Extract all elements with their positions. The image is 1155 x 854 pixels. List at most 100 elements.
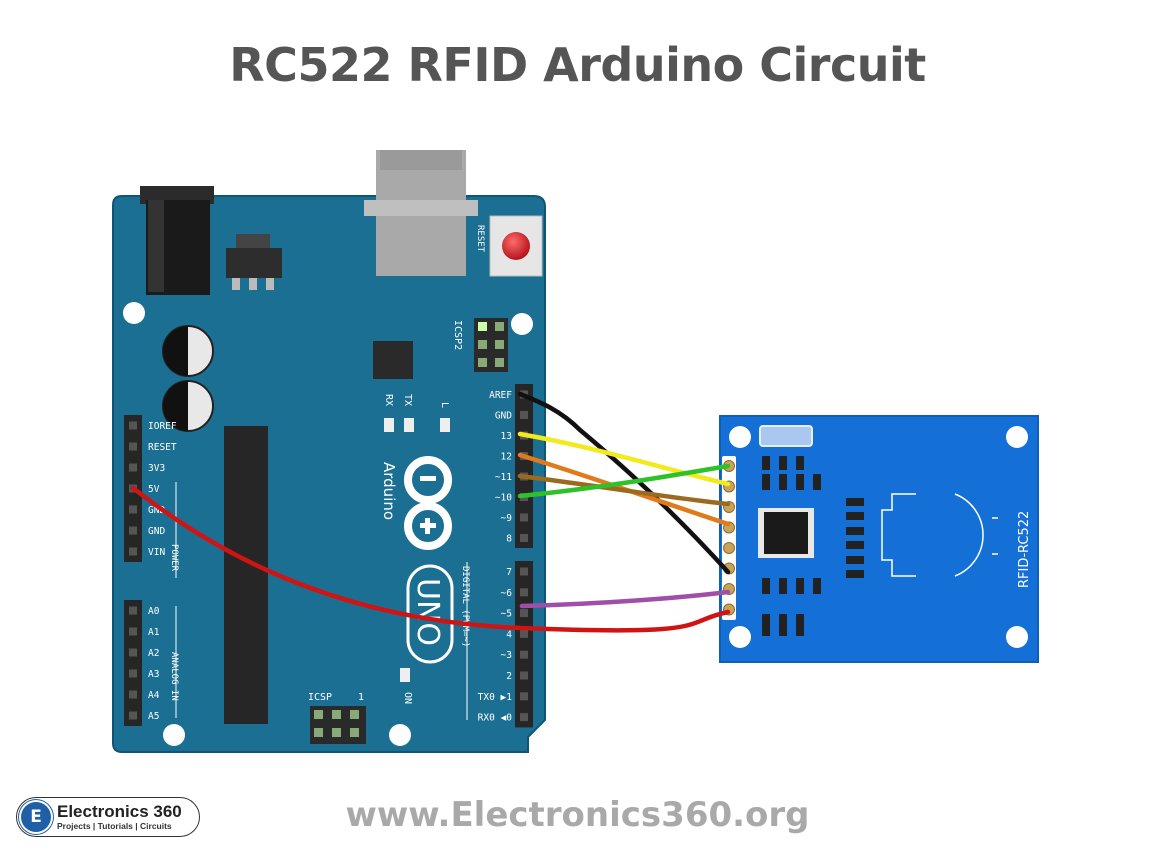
digital-header-pin (520, 567, 528, 576)
digital-header-pin-label: 8 (506, 534, 512, 545)
l-led (440, 418, 450, 432)
analog-header (124, 600, 142, 726)
digital-header-pin (520, 629, 528, 638)
analog-header-pin (129, 627, 137, 636)
power-header-pin (129, 463, 137, 472)
digital-header-pin (520, 588, 528, 597)
power-header-pin (129, 526, 137, 535)
rfid-header-pin (723, 542, 735, 554)
reset-button[interactable] (489, 215, 543, 277)
analog-header-pin-label: A4 (148, 690, 160, 701)
analog-header-pin (129, 669, 137, 678)
digital-header-pin-label: TX0 ▶1 (478, 692, 513, 703)
atmega-microcontroller (224, 426, 268, 724)
digital-header-pin (520, 692, 528, 701)
analog-header-pin-label: A2 (148, 648, 159, 659)
mounting-hole (729, 626, 751, 648)
icsp-pin1-label: 1 (358, 692, 364, 703)
analog-header-pin (129, 606, 137, 615)
digital-header-pin-label: ~6 (501, 588, 513, 599)
logo-name: Electronics 360 (57, 802, 182, 822)
tx-label: TX (402, 394, 413, 406)
digital-header-pin-label: 7 (506, 567, 512, 578)
rfid-rc522-module: RFID-RC522 (719, 415, 1039, 663)
l-label: L (439, 402, 450, 408)
digital-header-pin-label: ~5 (501, 609, 512, 620)
arduino-logo (404, 456, 452, 550)
digital-header-pin-label: ~10 (495, 493, 512, 504)
mounting-hole (123, 302, 145, 324)
crystal (759, 425, 813, 447)
rfid-header (722, 456, 736, 620)
on-label: ON (402, 692, 413, 704)
wire-d11-to-rfid-mosi (517, 473, 731, 507)
rx-led (384, 418, 394, 432)
rx-label: RX (383, 394, 394, 406)
power-header-pin-label: VIN (148, 547, 165, 558)
mounting-hole (163, 724, 185, 746)
rfid-module-label: RFID-RC522 (1017, 511, 1032, 588)
digital-header-bottom (515, 561, 533, 728)
icsp-header (310, 706, 366, 744)
digital-header-pin-label: 12 (501, 452, 512, 463)
digital-header-pin (520, 609, 528, 618)
mfrc522-chip (758, 508, 814, 558)
wire-d10-to-rfid-sda (517, 463, 731, 499)
digital-header-pin-label: ~3 (501, 650, 512, 661)
logo-tagline: Projects | Tutorials | Circuits (57, 821, 172, 832)
power-header-pin-label: 5V (148, 484, 160, 495)
analog-header-pin (129, 711, 137, 720)
analog-header-pin-label: A1 (148, 627, 160, 638)
digital-header-pin (520, 671, 528, 680)
power-header-pin-label: 3V3 (148, 463, 165, 474)
digital-group-label: DIGITAL (PWM=~) (460, 566, 470, 647)
uno-text: UNO (410, 578, 445, 646)
arduino-uno-board: RESET ICSP2 TX RX L (112, 150, 546, 753)
power-header-pin-label: GND (148, 505, 165, 516)
icsp2-label: ICSP2 (452, 320, 463, 350)
wire-d5-to-rfid-irq (519, 589, 731, 609)
arduino-logo-text: Arduino (380, 462, 398, 520)
page-title: RC522 RFID Arduino Circuit (229, 38, 926, 92)
reset-label: RESET (475, 225, 485, 253)
analog-header-pin (129, 648, 137, 657)
digital-header-pin-label: AREF (489, 390, 512, 401)
wire-d13-to-rfid-sck (517, 431, 731, 487)
electronics360-logo[interactable]: E Electronics 360 Projects | Tutorials |… (16, 797, 200, 837)
power-header-pin-label: GND (148, 526, 165, 537)
power-header-pin (129, 421, 137, 430)
logo-badge-icon: E (21, 802, 51, 832)
digital-header-pin (520, 713, 528, 722)
mounting-hole (389, 724, 411, 746)
digital-header-pin-label: 13 (501, 431, 512, 442)
digital-header-pin (520, 650, 528, 659)
capacitor (162, 325, 214, 377)
antenna-outline (881, 493, 998, 577)
digital-header-pin-label: 4 (506, 629, 512, 640)
digital-header-pin (520, 513, 528, 522)
mounting-hole (1006, 626, 1028, 648)
digital-header-pin-label: RX0 ◀0 (478, 713, 513, 724)
analog-header-pin (129, 690, 137, 699)
tx-led (404, 418, 414, 432)
digital-header-pin-label: GND (495, 411, 512, 422)
arduino-pcb (112, 195, 546, 753)
digital-header-top (515, 384, 533, 548)
mounting-hole (511, 313, 533, 335)
digital-header-pin-label: ~11 (495, 472, 512, 483)
power-header-pin (129, 442, 137, 451)
analog-header-pin-label: A3 (148, 669, 159, 680)
analog-header-pin-label: A5 (148, 711, 159, 722)
power-header-pin (129, 547, 137, 556)
footer-website-url[interactable]: www.Electronics360.org (345, 795, 810, 835)
smd-components (762, 456, 864, 636)
analog-group-label: ANALOG IN (169, 652, 179, 701)
icsp2-header (474, 318, 508, 372)
power-jack (140, 186, 214, 295)
wire-3v3-to-rfid-3v3 (130, 485, 731, 633)
capacitor (162, 380, 214, 432)
power-header-pin-label: IOREF (148, 421, 177, 432)
digital-header-pin (520, 411, 528, 419)
wiring (130, 391, 731, 633)
